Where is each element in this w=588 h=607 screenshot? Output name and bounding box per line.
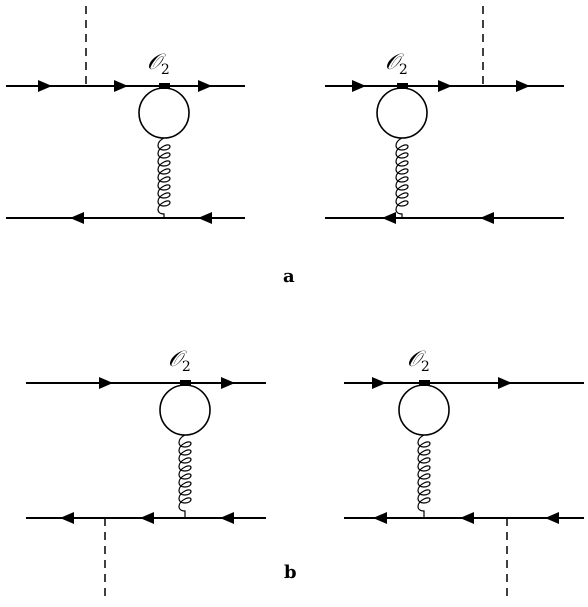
arrow-right (198, 80, 212, 92)
arrow-right (516, 80, 530, 92)
diagram-a-right: 𝒪2 (325, 6, 564, 224)
arrow-right (352, 80, 366, 92)
operator-label: 𝒪2 (147, 50, 170, 78)
diagram-b-right: 𝒪2 (344, 347, 584, 600)
arrow-left (198, 212, 212, 224)
operator-vertex (180, 380, 191, 386)
arrow-right (372, 377, 386, 389)
arrow-right (221, 377, 235, 389)
quark-loop (376, 87, 428, 139)
arrow-right (114, 80, 128, 92)
gluon-line (178, 434, 192, 518)
operator-vertex (159, 83, 170, 89)
arrow-left (60, 512, 74, 524)
quark-loop (398, 384, 450, 436)
quark-loop (159, 384, 211, 436)
arrow-right (438, 80, 452, 92)
quark-loop (138, 87, 190, 139)
arrow-right (99, 377, 113, 389)
diagram-a-left: 𝒪2 (6, 6, 245, 224)
operator-vertex (419, 380, 430, 386)
operator-label: 𝒪2 (168, 347, 191, 375)
gluon-line (395, 137, 409, 218)
arrow-left (140, 512, 154, 524)
arrow-left (382, 212, 396, 224)
arrow-left (373, 512, 387, 524)
diagram-b-left: 𝒪2 (26, 347, 266, 600)
arrow-left (545, 512, 559, 524)
gluon-line (157, 137, 171, 218)
panel-label-a: a (283, 266, 295, 287)
operator-vertex (397, 83, 408, 89)
arrow-left (70, 212, 84, 224)
arrow-right (38, 80, 52, 92)
arrow-left (220, 512, 234, 524)
operator-label: 𝒪2 (385, 50, 408, 78)
panel-label-b: b (284, 562, 297, 583)
operator-label: 𝒪2 (407, 347, 430, 375)
gluon-line (417, 434, 431, 518)
arrow-right (498, 377, 512, 389)
arrow-left (480, 212, 494, 224)
arrow-left (460, 512, 474, 524)
